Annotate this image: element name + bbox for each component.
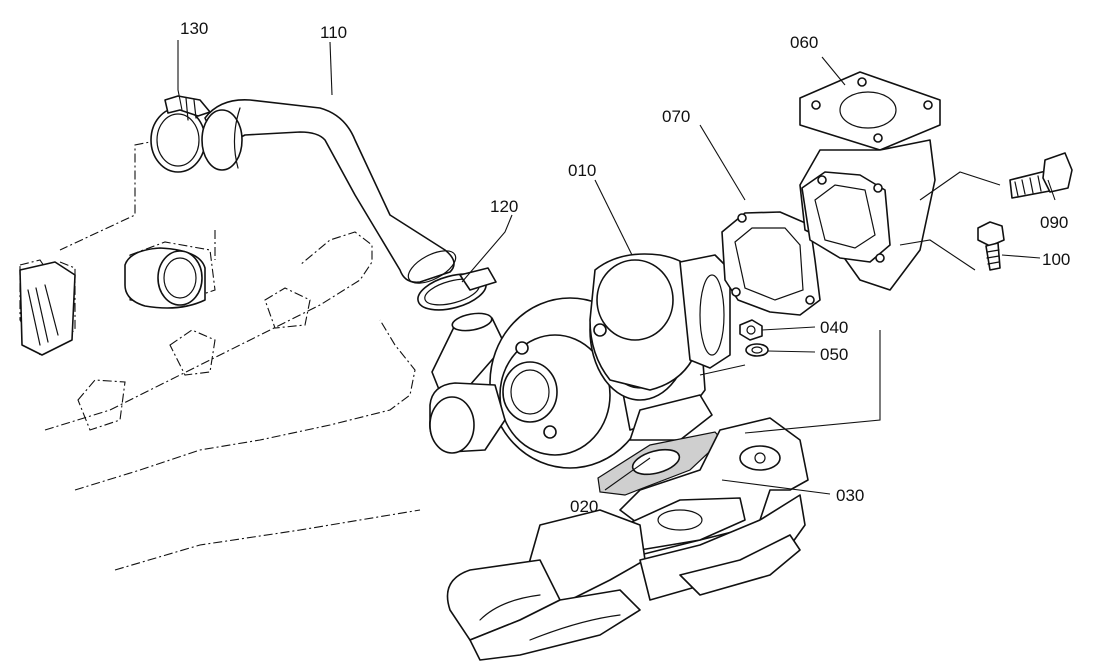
engine-block-outline xyxy=(19,139,421,571)
callout-060: 060 xyxy=(790,33,818,52)
bolt-090 xyxy=(1009,152,1073,199)
callout-labels: 130 110 120 010 070 060 090 100 040 050 … xyxy=(180,19,1070,516)
callout-100: 100 xyxy=(1042,250,1070,269)
hose-clamp-120 xyxy=(417,267,497,311)
turbocharger-010 xyxy=(429,253,731,469)
callout-120: 120 xyxy=(490,197,518,216)
callout-130: 130 xyxy=(180,19,208,38)
gasket-020 xyxy=(597,431,723,496)
side-bracket xyxy=(19,261,76,356)
intake-pipe-110 xyxy=(201,99,457,284)
exhaust-elbow-060 xyxy=(799,71,941,291)
callout-040: 040 xyxy=(820,318,848,337)
callout-090: 090 xyxy=(1040,213,1068,232)
exhaust-manifold xyxy=(446,417,809,661)
nut-040 xyxy=(739,319,763,341)
callout-070: 070 xyxy=(662,107,690,126)
callout-050: 050 xyxy=(820,345,848,364)
callout-030: 030 xyxy=(836,486,864,505)
callout-020: 020 xyxy=(570,497,598,516)
bolt-100 xyxy=(977,221,1005,271)
callout-010: 010 xyxy=(568,161,596,180)
washer-050 xyxy=(745,343,769,357)
callout-110: 110 xyxy=(320,23,347,42)
leader-lines xyxy=(177,40,1056,495)
hose-sleeve xyxy=(124,247,206,309)
hose-clamp-130 xyxy=(150,95,211,173)
